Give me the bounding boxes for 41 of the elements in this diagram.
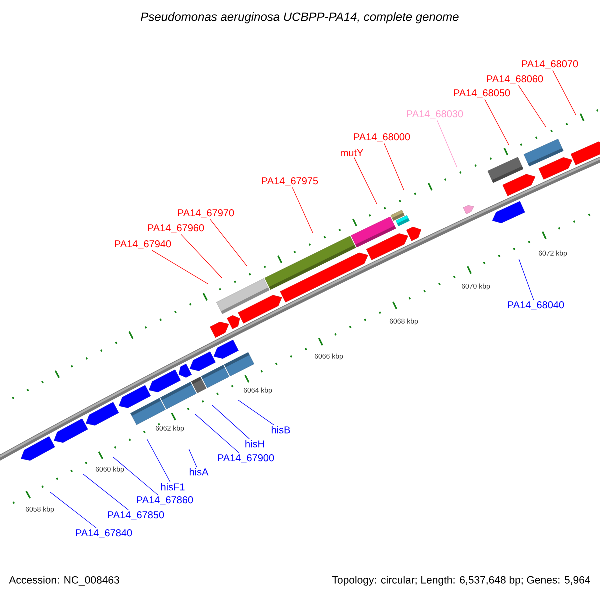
gene-label: mutY (341, 150, 364, 156)
leader-line (518, 258, 534, 301)
gene-label: PA14_68000 (354, 134, 410, 142)
gene-label: PA14_68060 (487, 76, 544, 84)
accession-text: Accession: NC_008463 (9, 576, 120, 586)
leader-line (210, 219, 248, 266)
gene-label: PA14_67975 (262, 178, 318, 186)
leader-line (188, 448, 198, 468)
leader-line (552, 70, 576, 116)
gene-label: PA14_67850 (108, 512, 164, 520)
leader-line (518, 85, 546, 128)
leader-line (212, 404, 250, 440)
gene-label: PA14_67970 (178, 210, 234, 218)
leader-line (50, 492, 97, 529)
leader-line (484, 99, 510, 146)
title: Pseudomonas aeruginosa UCBPP-PA14, complete genome (141, 12, 459, 24)
gene-label: PA14_68050 (454, 90, 510, 98)
gene-label: hisB (272, 426, 290, 434)
leader-line (238, 400, 274, 426)
leader-line (146, 438, 171, 482)
leader-line (354, 157, 378, 204)
leader-line (152, 250, 208, 284)
gene-label: PA14_67860 (137, 496, 194, 506)
gene-label: PA14_67900 (218, 454, 274, 464)
gene-label: PA14_68070 (522, 60, 578, 70)
leader-line (292, 187, 314, 234)
gene-label: PA14_67840 (76, 530, 132, 538)
leader-line (194, 414, 240, 454)
leader-line (82, 474, 130, 511)
gene-label: PA14_67940 (115, 240, 172, 250)
gene-label: PA14_68030 (407, 110, 464, 120)
leader-line (112, 456, 159, 496)
gene-label: hisF1 (161, 483, 185, 491)
leader-line (437, 120, 458, 168)
leader-line (384, 143, 404, 190)
gene-label: PA14_68040 (508, 302, 564, 310)
leader-line (181, 234, 222, 278)
gene-label: PA14_67960 (148, 224, 204, 234)
genome-info-text: Topology: circular; Length: 6,537,648 bp; Genes: 5,964 (332, 576, 590, 586)
gene-label: hisH (246, 440, 264, 448)
gene-label: hisA (190, 468, 209, 476)
